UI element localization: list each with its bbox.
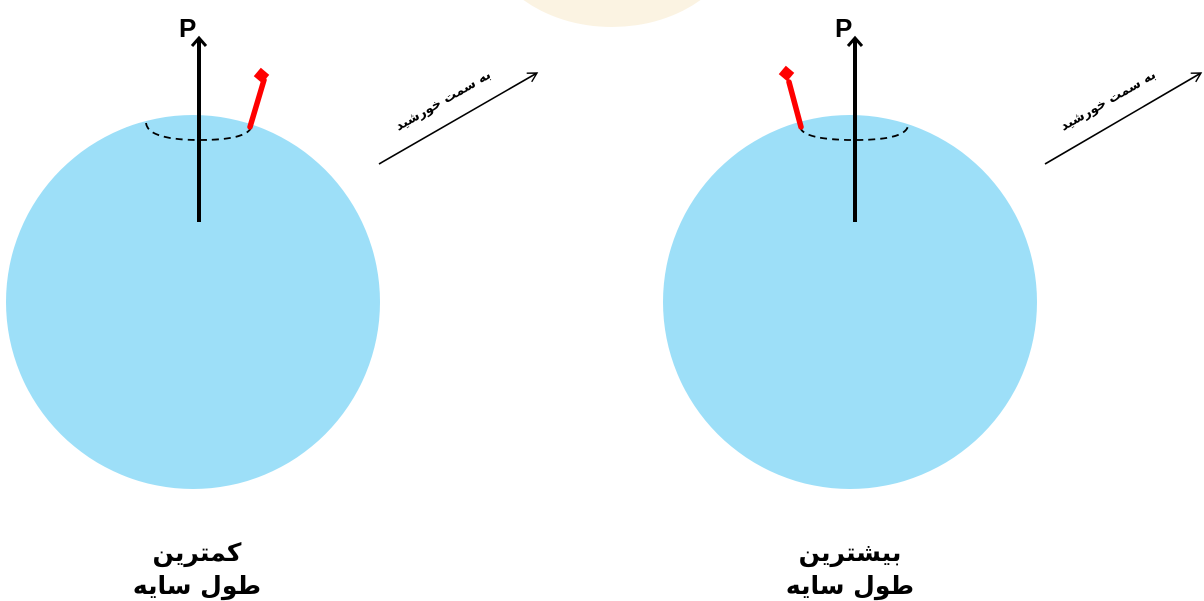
gnomon-right — [786, 79, 804, 130]
sun-glow — [523, 0, 701, 27]
sun-direction-label-left: به سمت خورشید — [393, 68, 494, 135]
panel-left: P به سمت خورشید کمترین طول سایه — [6, 13, 539, 601]
sun-direction-label-right: به سمت خورشید — [1058, 68, 1159, 135]
gnomon-tip-left — [253, 67, 270, 84]
caption-right-line1: بیشترین — [799, 538, 902, 568]
caption-left-line2: طول سایه — [133, 571, 261, 601]
globe-right — [663, 115, 1037, 489]
pole-label-left: P — [179, 13, 196, 43]
panel-right: P به سمت خورشید بیشترین طول سایه — [663, 13, 1203, 601]
globe-left — [6, 115, 380, 489]
sun-direction-arrow-right — [1044, 72, 1203, 165]
sun-direction-arrow-left — [378, 72, 539, 165]
caption-left-line1: کمترین — [153, 538, 242, 568]
gnomon-left — [247, 77, 267, 130]
pole-label-right: P — [835, 13, 852, 43]
gnomon-tip-right — [778, 65, 795, 82]
caption-right-line2: طول سایه — [786, 571, 914, 601]
